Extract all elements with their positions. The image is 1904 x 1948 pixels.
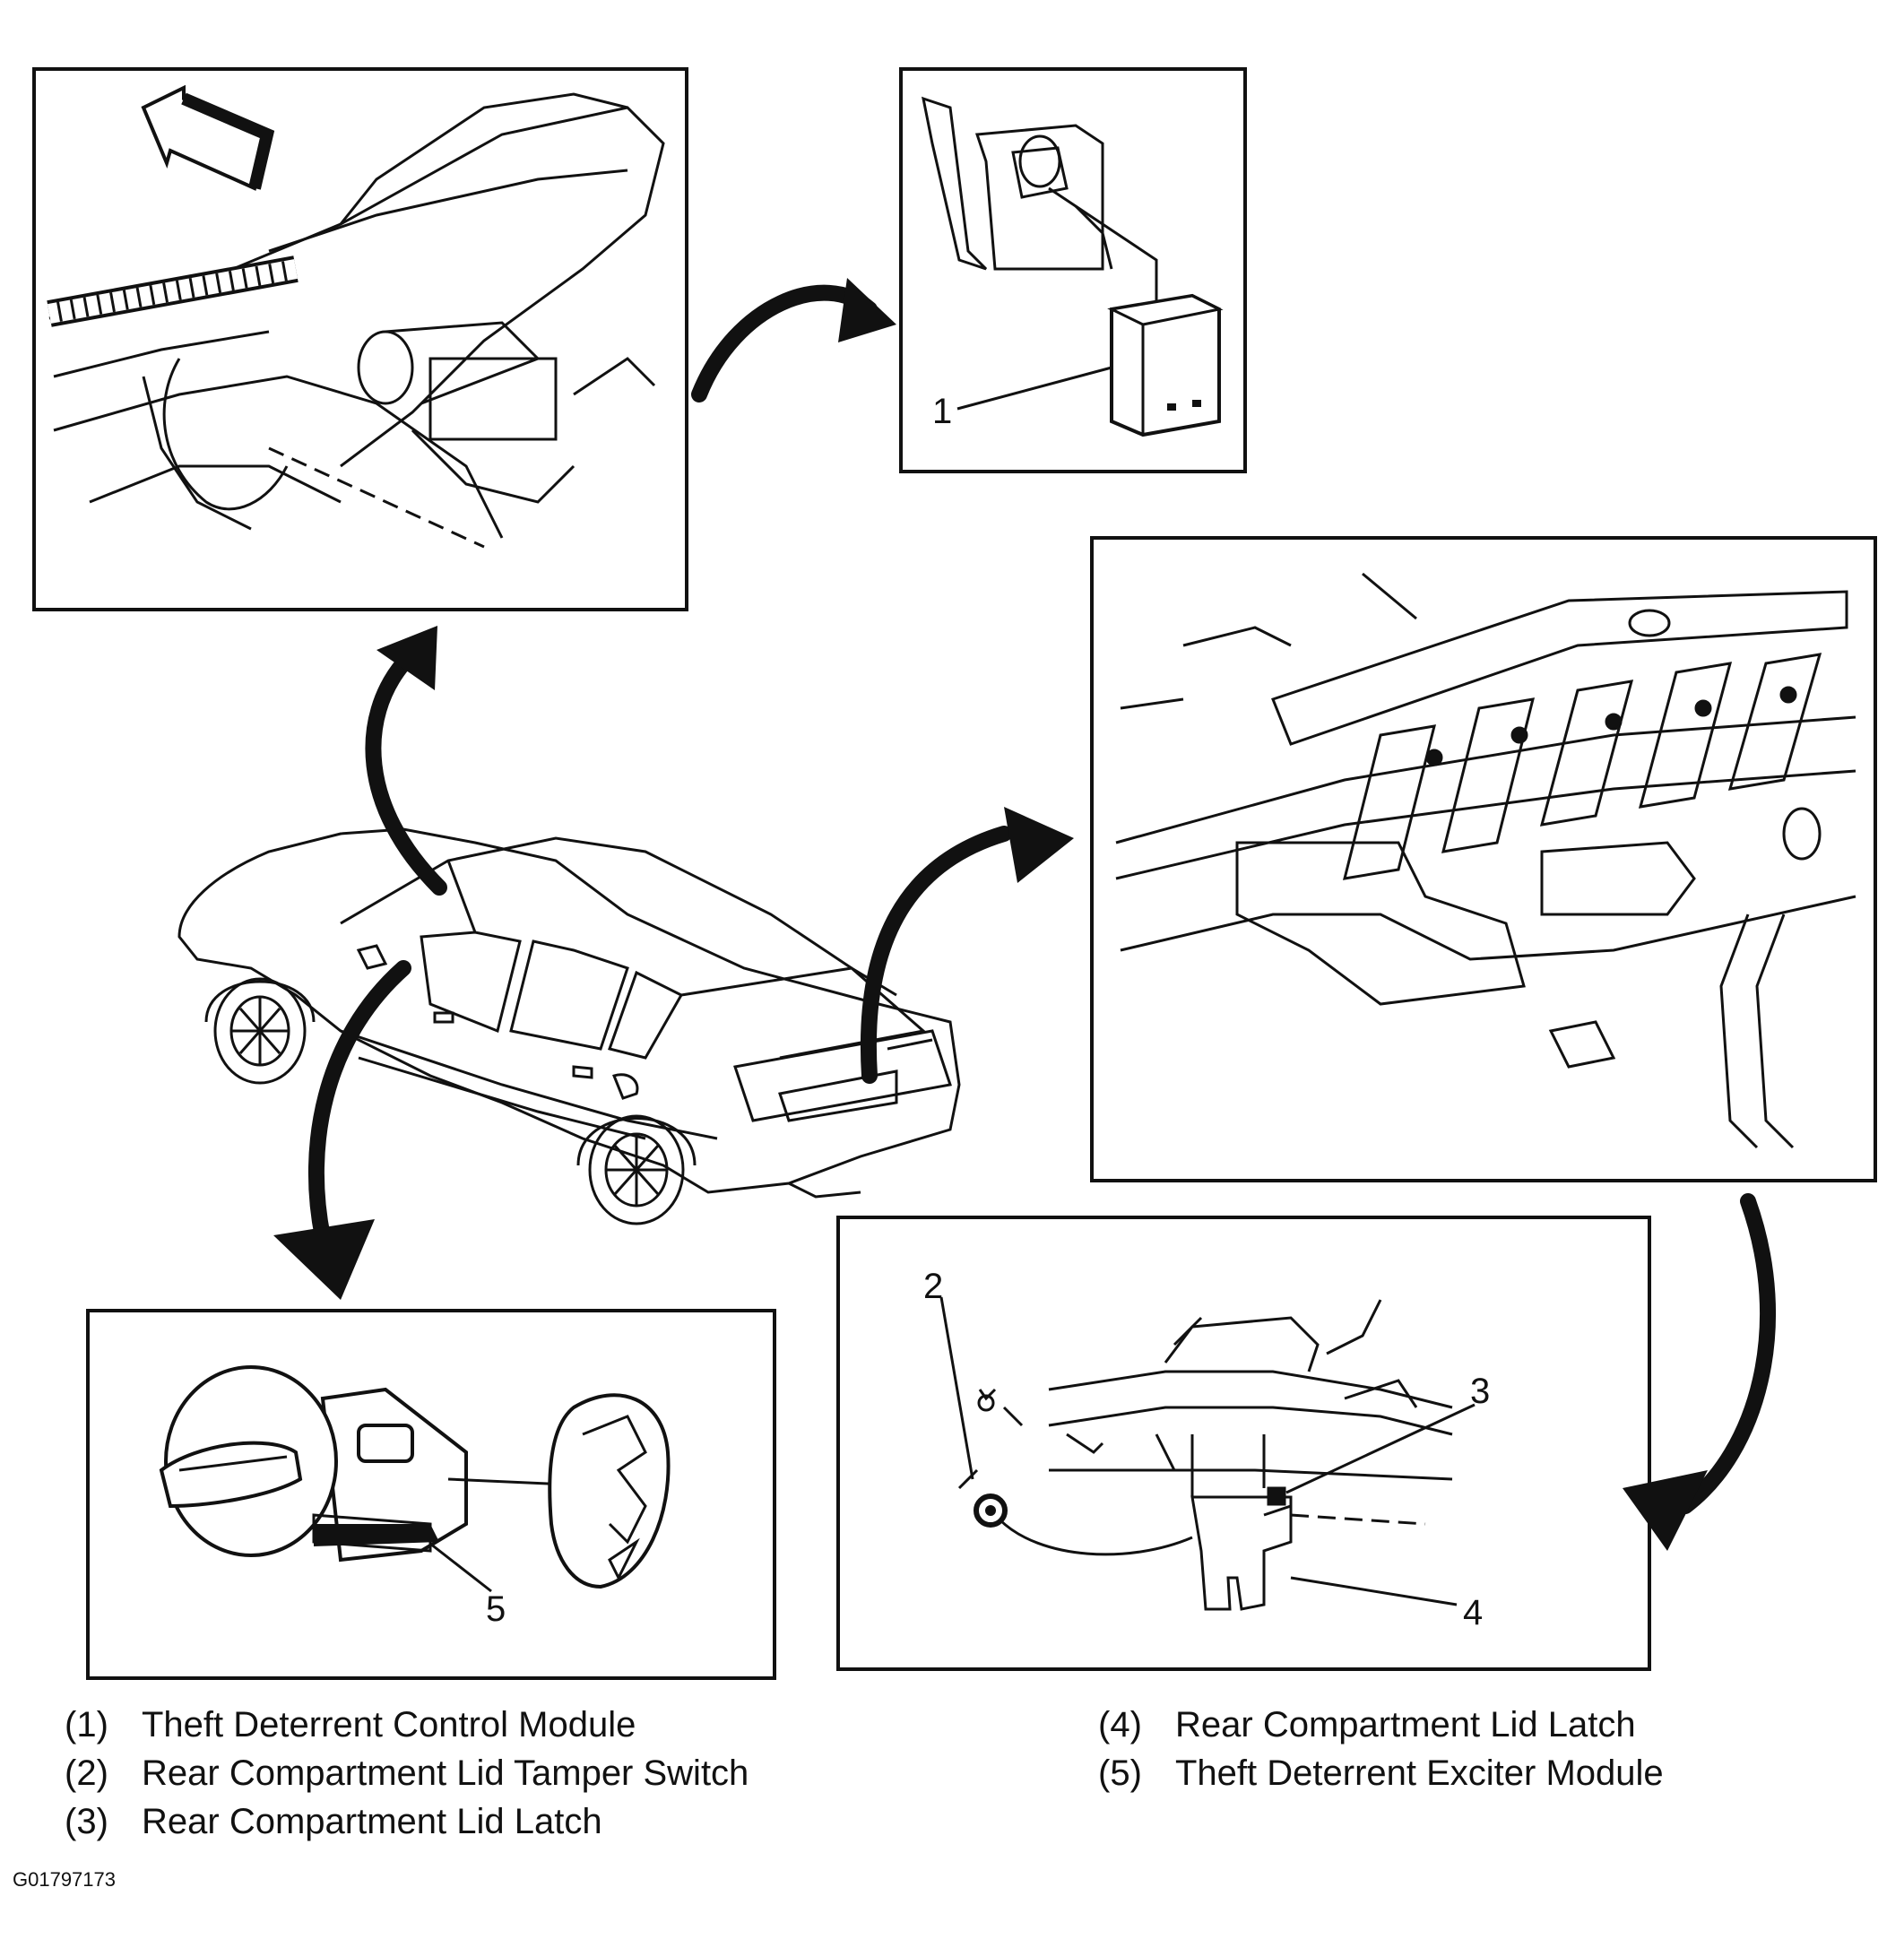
legend-right: (4) Rear Compartment Lid Latch (5) Theft… [1098,1705,1887,1804]
legend-left: (1) Theft Deterrent Control Module (2) R… [65,1705,853,1841]
legend-item-label: Rear Compartment Lid Latch [1175,1705,1636,1745]
theft-deterrent-exciter-module-icon [314,1524,439,1546]
legend-item-number: (2) [65,1753,108,1793]
legend-item-number: (3) [65,1802,108,1841]
rear-compartment-lid-tamper-switch-icon [957,1388,1024,1528]
control-module-detail-panel: 1 [899,67,1247,473]
latch-tamper-switch-detail-panel: 2 3 4 [836,1216,1651,1671]
latch-area-illustration [1048,1299,1453,1481]
arrow-to-dashboard-panel-icon [365,626,447,896]
legend-item-number: (4) [1098,1705,1142,1745]
callout-3-leader [1285,1403,1476,1494]
arrow-to-module-panel-icon [691,278,896,403]
theft-deterrent-control-module-icon [1107,293,1224,437]
arrow-to-lock-cylinder-panel-icon [273,960,411,1300]
arrow-to-rear-compartment-panel-icon [861,807,1074,1084]
legend-item-label: Theft Deterrent Exciter Module [1175,1753,1664,1793]
vehicle-overview-illustration [177,827,961,1225]
callout-4-leader [1290,1576,1458,1606]
legend-item-label: Rear Compartment Lid Latch [142,1802,602,1841]
lock-cylinder-illustration [159,1365,671,1589]
arrow-to-latch-panel-icon [1623,1193,1777,1551]
switch-wire [998,1518,1193,1556]
legend-item-label: Theft Deterrent Control Module [142,1705,636,1745]
callout-2-leader [939,1296,974,1480]
callout-1: 1 [932,392,952,431]
callout-3: 3 [1470,1372,1490,1411]
legend-item-label: Rear Compartment Lid Tamper Switch [142,1753,749,1793]
dashboard-illustration [47,92,665,549]
module-bracket-illustration [922,96,1158,305]
callout-4: 4 [1463,1593,1483,1632]
legend-item-number: (5) [1098,1753,1142,1793]
rear-compartment-detail-panel [1090,536,1877,1182]
callout-1-leader [956,366,1112,411]
forward-direction-arrow-icon [141,84,275,191]
dashboard-detail-panel [32,67,688,611]
callout-5: 5 [486,1589,506,1629]
callout-5-leader [429,1542,492,1593]
legend-item-number: (1) [65,1705,108,1745]
rear-compartment-illustration [1115,572,1856,1149]
figure-code: G01797173 [13,1868,116,1891]
lock-cylinder-detail-panel: 5 [86,1309,776,1680]
rear-compartment-lid-latch-icon [1190,1434,1426,1611]
callout-2: 2 [923,1267,943,1306]
